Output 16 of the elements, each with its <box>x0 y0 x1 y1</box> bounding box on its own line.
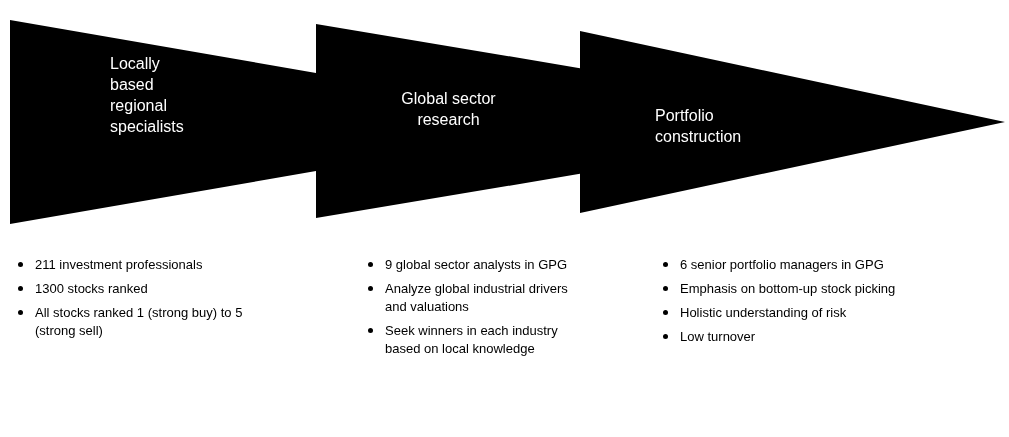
bullet-point-text: All stocks ranked 1 (strong buy) to 5 (strong sell) <box>15 304 285 340</box>
bullet-point-text: Analyze global industrial drivers and valuations <box>365 280 580 316</box>
bullet-point-text: Seek winners in each industry based on local knowledge <box>365 322 580 358</box>
stage-title: Global sector research <box>400 89 497 130</box>
triangle-arrow-shape <box>10 20 316 224</box>
bullet-point-text: 1300 stocks ranked <box>15 280 285 298</box>
triangle-arrow-shape <box>316 24 580 218</box>
stage-title: Locally based regional specialists <box>110 54 185 137</box>
bullet-point-text: Holistic understanding of risk <box>660 304 905 322</box>
bullet-point-text: 6 senior portfolio managers in GPG <box>660 256 905 274</box>
bullet-point-text: 9 global sector analysts in GPG <box>365 256 580 274</box>
bullet-point-text: 211 investment professionals <box>15 256 285 274</box>
bullet-point-text: Emphasis on bottom-up stock picking <box>660 280 905 298</box>
bullet-point-text: Low turnover <box>660 328 905 346</box>
triangle-arrow-shape <box>580 31 1005 213</box>
stage-title: Portfolio construction <box>655 106 743 147</box>
